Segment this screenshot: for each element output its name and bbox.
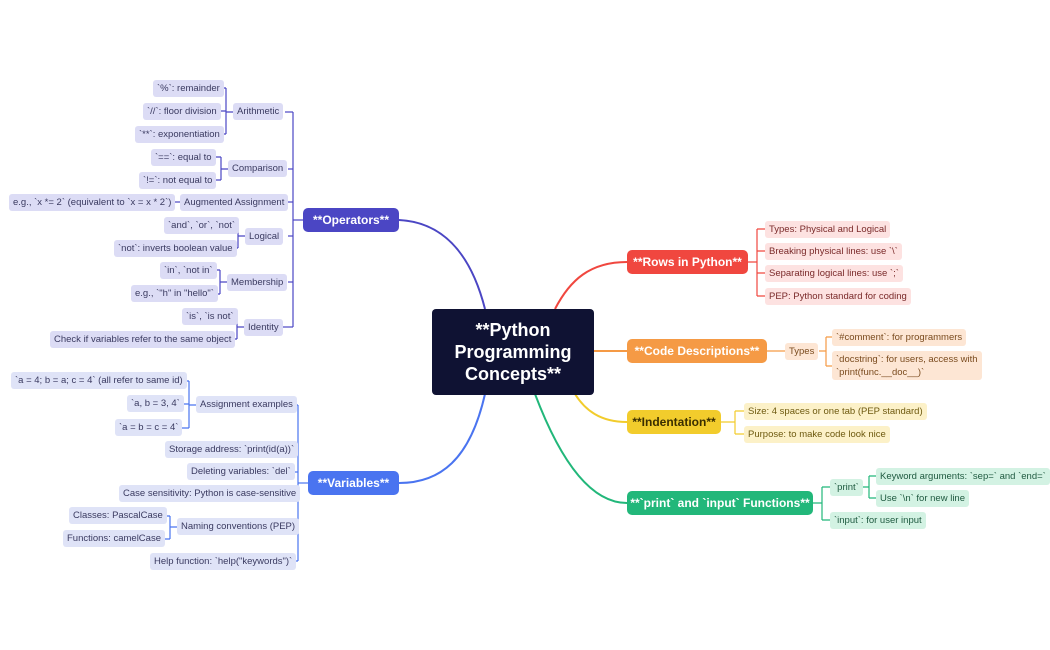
topic-variables[interactable]: **Variables** xyxy=(308,471,399,495)
topic-code-descriptions[interactable]: **Code Descriptions** xyxy=(627,339,767,363)
membership-example[interactable]: e.g., `"h" in "hello"` xyxy=(131,285,218,302)
naming-functions[interactable]: Functions: camelCase xyxy=(63,530,165,547)
variables-case-sensitivity[interactable]: Case sensitivity: Python is case-sensiti… xyxy=(119,485,301,502)
topic-print-input-label: **`print` and `input` Functions** xyxy=(630,496,810,510)
operators-augmented[interactable]: Augmented Assignment xyxy=(180,194,289,211)
rows-breaking[interactable]: Breaking physical lines: use `\` xyxy=(765,243,902,260)
variables-storage[interactable]: Storage address: `print(id(a))` xyxy=(165,441,299,458)
indentation-purpose[interactable]: Purpose: to make code look nice xyxy=(744,426,890,443)
assignment-example-2[interactable]: `a, b = 3, 4` xyxy=(127,395,184,412)
operators-arithmetic[interactable]: Arithmetic xyxy=(233,103,284,120)
variables-help[interactable]: Help function: `help("keywords")` xyxy=(150,553,297,570)
code-comment[interactable]: `#comment`: for programmers xyxy=(832,329,967,346)
indentation-size[interactable]: Size: 4 spaces or one tab (PEP standard) xyxy=(744,403,927,420)
topic-indentation[interactable]: **Indentation** xyxy=(627,410,721,434)
membership-in-not-in[interactable]: `in`, `not in` xyxy=(160,262,217,279)
topic-code-label: **Code Descriptions** xyxy=(634,344,760,358)
rows-types[interactable]: Types: Physical and Logical xyxy=(765,221,891,238)
identity-same-object[interactable]: Check if variables refer to the same obj… xyxy=(50,331,236,348)
identity-is-is-not[interactable]: `is`, `is not` xyxy=(182,308,238,325)
arithmetic-floor-division[interactable]: `//`: floor division xyxy=(143,103,221,120)
print-newline[interactable]: Use `\n` for new line xyxy=(876,490,970,507)
topic-indentation-label: **Indentation** xyxy=(632,415,716,429)
naming-classes[interactable]: Classes: PascalCase xyxy=(69,507,167,524)
logical-not-inverts[interactable]: `not`: inverts boolean value xyxy=(114,240,237,257)
arithmetic-exponentiation[interactable]: `**`: exponentiation xyxy=(135,126,224,143)
rows-separating[interactable]: Separating logical lines: use `;` xyxy=(765,265,903,282)
augmented-example[interactable]: e.g., `x *= 2` (equivalent to `x = x * 2… xyxy=(9,194,176,211)
docstring-line-2: `print(func.__doc__)` xyxy=(836,367,925,378)
input-function[interactable]: `input`: for user input xyxy=(830,512,926,529)
variables-naming[interactable]: Naming conventions (PEP) xyxy=(177,518,300,535)
operators-comparison[interactable]: Comparison xyxy=(228,160,288,177)
print-function[interactable]: `print` xyxy=(830,479,863,496)
topic-print-input[interactable]: **`print` and `input` Functions** xyxy=(627,491,813,515)
variables-deleting[interactable]: Deleting variables: `del` xyxy=(187,463,295,480)
topic-operators[interactable]: **Operators** xyxy=(303,208,399,232)
root-label: **Python Programming Concepts** xyxy=(454,320,572,384)
comparison-not-equal[interactable]: `!=`: not equal to xyxy=(139,172,217,189)
topic-operators-label: **Operators** xyxy=(312,213,390,227)
arithmetic-remainder[interactable]: `%`: remainder xyxy=(153,80,224,97)
docstring-line-1: `docstring`: for users, access with xyxy=(836,354,978,365)
variables-assignment[interactable]: Assignment examples xyxy=(196,396,297,413)
operators-membership[interactable]: Membership xyxy=(227,274,288,291)
code-types[interactable]: Types xyxy=(785,343,819,360)
topic-variables-label: **Variables** xyxy=(317,476,390,490)
comparison-equal[interactable]: `==`: equal to xyxy=(151,149,216,166)
operators-logical[interactable]: Logical xyxy=(245,228,284,245)
code-docstring[interactable]: `docstring`: for users, access with `pri… xyxy=(832,351,982,380)
topic-rows[interactable]: **Rows in Python** xyxy=(627,250,748,274)
logical-and-or-not[interactable]: `and`, `or`, `not` xyxy=(164,217,240,234)
operators-identity[interactable]: Identity xyxy=(244,319,283,336)
assignment-example-3[interactable]: `a = b = c = 4` xyxy=(115,419,183,436)
rows-pep[interactable]: PEP: Python standard for coding xyxy=(765,288,911,305)
print-keyword-arguments[interactable]: Keyword arguments: `sep=` and `end=` xyxy=(876,468,1050,485)
assignment-example-1[interactable]: `a = 4; b = a; c = 4` (all refer to same… xyxy=(11,372,187,389)
root-topic[interactable]: **Python Programming Concepts** xyxy=(432,309,594,395)
topic-rows-label: **Rows in Python** xyxy=(633,255,742,269)
